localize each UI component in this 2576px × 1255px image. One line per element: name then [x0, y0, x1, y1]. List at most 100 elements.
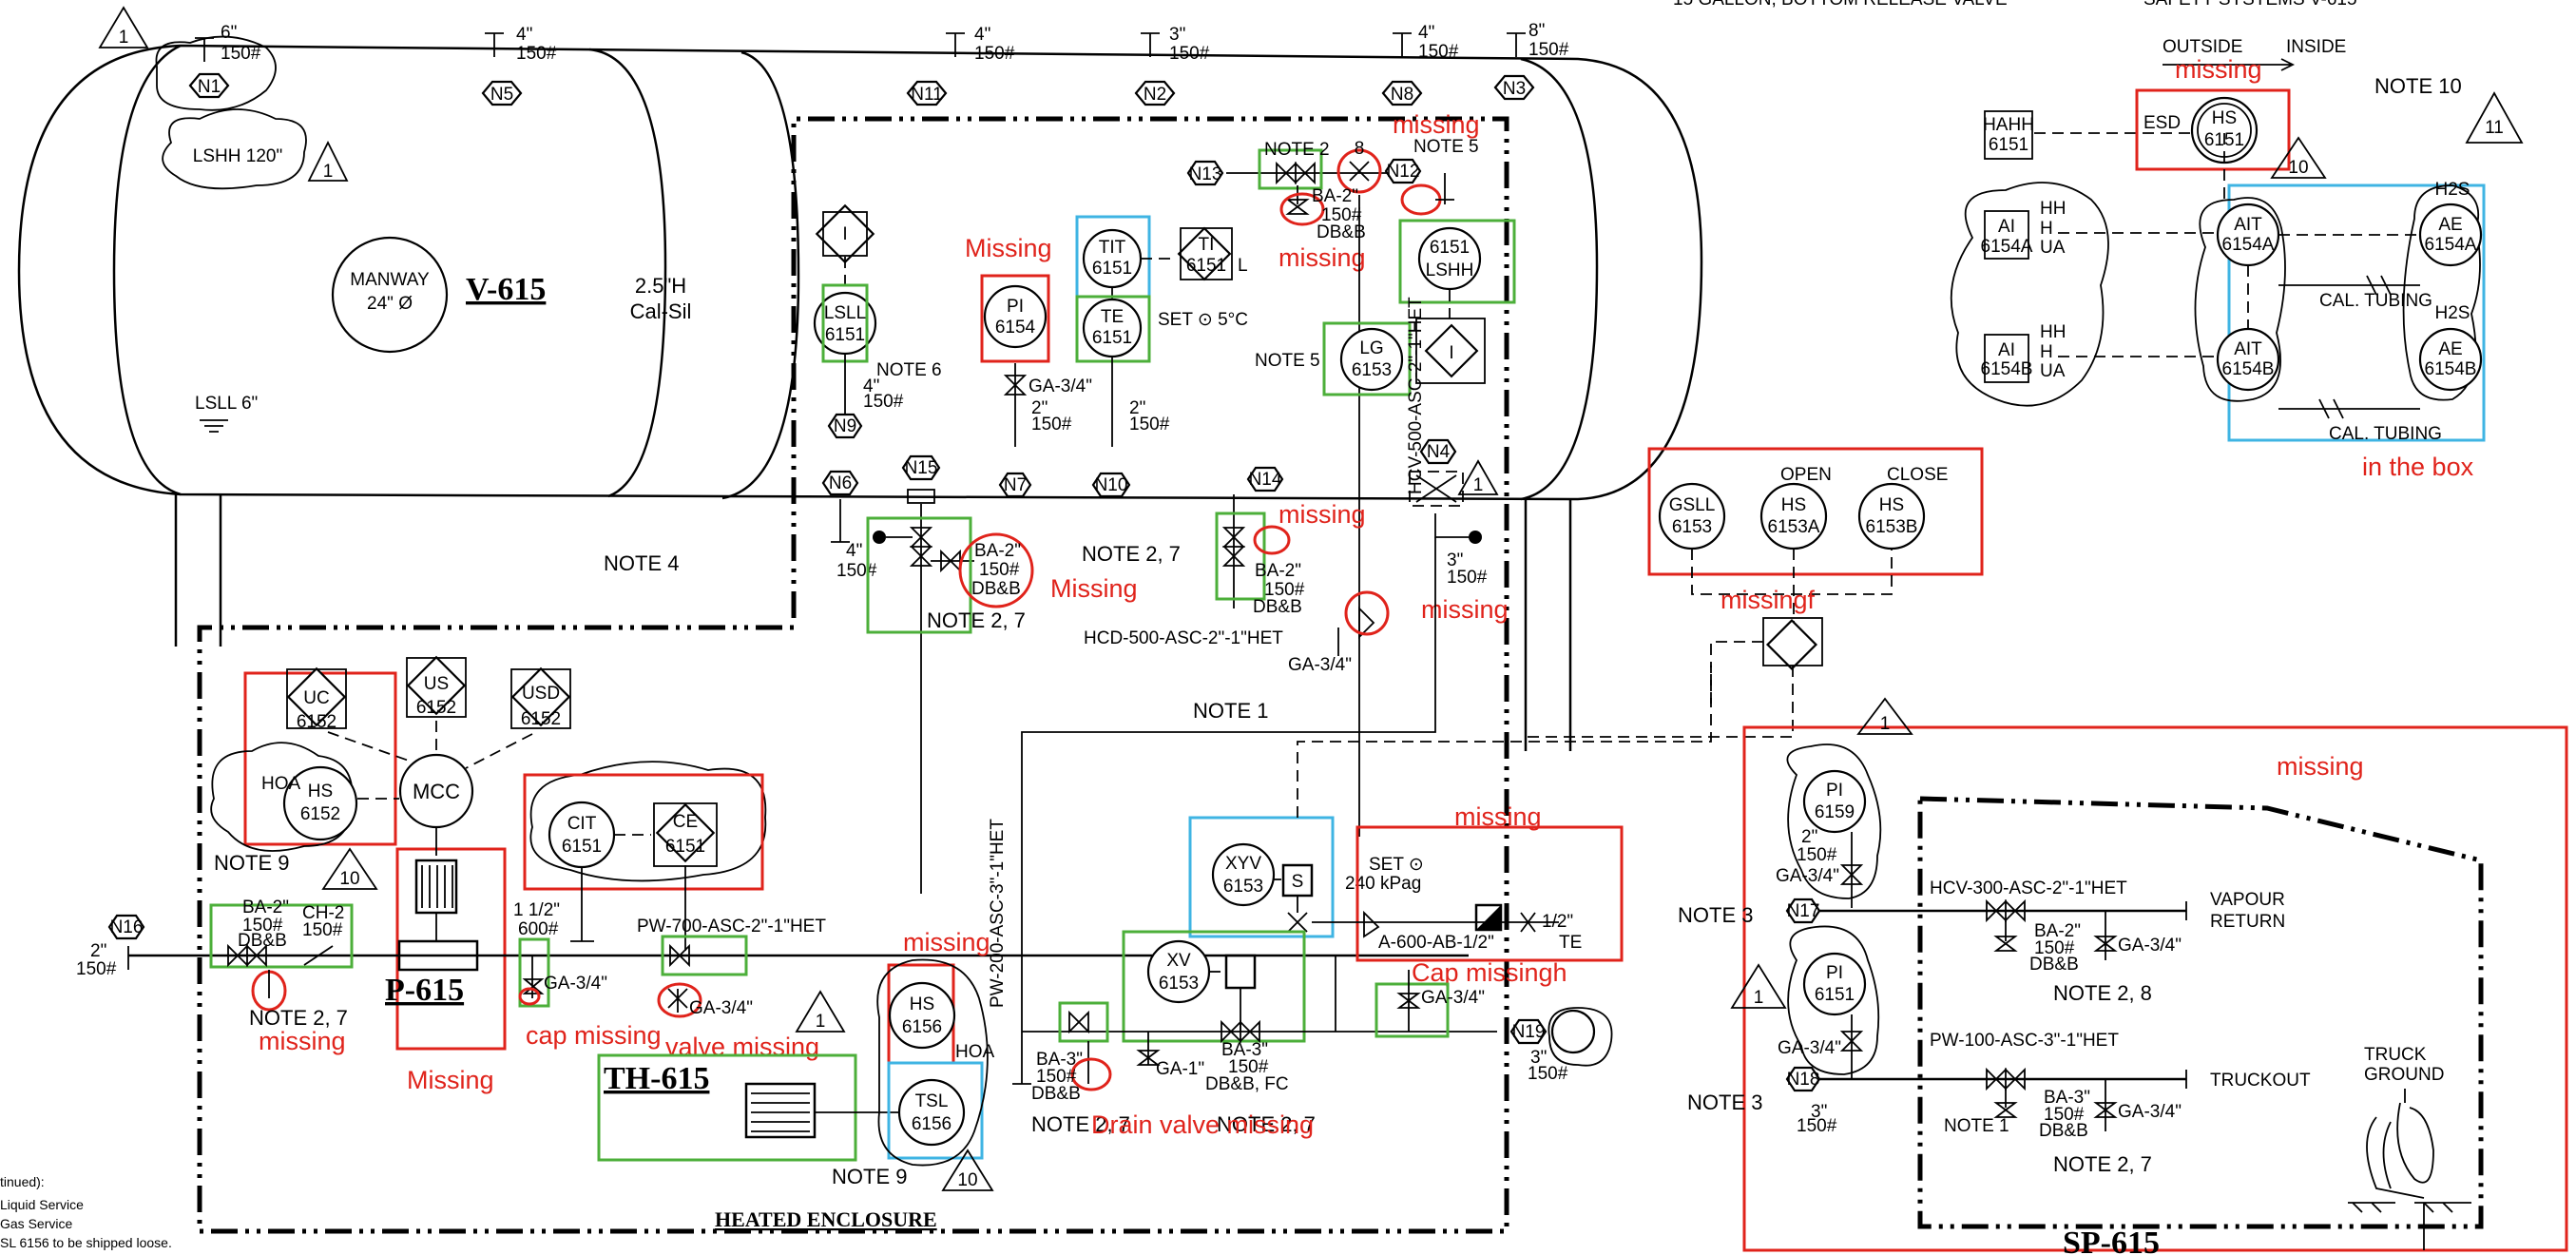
lshh-lg-group: 6151 LSHH I LG 6153 NOTE 5: [1255, 219, 1516, 396]
pw100-dbb: DB&B: [2039, 1121, 2088, 1141]
n15-valve-markup-green: [866, 516, 972, 634]
n4-rating: 150#: [1447, 568, 1488, 588]
n18-tag: N18: [1787, 1070, 1820, 1090]
outside-label: OUTSIDE: [2163, 37, 2242, 57]
n14-dbb: DB&B: [1253, 597, 1302, 617]
n5-rating: 150#: [516, 44, 557, 64]
legend-line-3: Gas Service: [0, 1216, 72, 1231]
xyv-number: 6153: [1223, 877, 1263, 897]
n14-rating: 150#: [1264, 580, 1305, 600]
xyv-kpag: 240 kPag: [1345, 874, 1421, 894]
n14-tag: N14: [1249, 470, 1282, 490]
note1-skid-label: NOTE 1: [1944, 1116, 2009, 1136]
pw100-rating: 150#: [2044, 1105, 2085, 1125]
hcv300-line-label: HCV-300-ASC-2"-1"HET: [1930, 878, 2127, 898]
n9-size: 4": [863, 376, 879, 396]
svg-text:I: I: [1449, 343, 1453, 363]
vapour-return-1: VAPOUR: [2210, 890, 2285, 910]
ba2-top-valve: BA-2": [1312, 186, 1358, 206]
note27-drain-label: NOTE 2, 7: [1031, 1112, 1130, 1136]
note1-label: NOTE 1: [1193, 699, 1268, 723]
note27-pump-label: NOTE 2, 7: [249, 1006, 348, 1030]
revision-mark-11: 11: [2485, 118, 2504, 138]
n16-tag: N16: [110, 917, 144, 937]
gsll-markup-red: [1647, 447, 1984, 576]
pi6159-tag: PI: [1826, 781, 1843, 801]
pump-markup-red: [395, 847, 507, 1051]
mcc-tag: MCC: [413, 780, 460, 803]
pi6159-valve: GA-3/4": [1776, 866, 1839, 886]
markup-missing-valve: missing: [1278, 243, 1366, 272]
svg-text:I: I: [842, 224, 847, 244]
hcv-vertical-line: HCV-500-ASC-2"-1"HET: [1406, 297, 1426, 494]
hcv300-dbb: DB&B: [2029, 955, 2079, 975]
revision-mark-1b: 1: [119, 28, 129, 48]
n3-size: 8": [1528, 21, 1545, 41]
lshh-tag: LSHH: [1426, 261, 1474, 280]
a600-markup-red: [1355, 825, 1624, 962]
hcd-valve: GA-3/4": [1288, 655, 1352, 675]
hs6156-tag: HS: [910, 994, 934, 1014]
safety-systems: 15 GALLON, BOTTOM RELEASE VALVE SAFETY S…: [1673, 0, 2524, 481]
legend-line-1: tinued):: [0, 1174, 45, 1189]
te-markup-green: [1075, 295, 1151, 363]
n3-tag: N3: [1503, 79, 1526, 99]
gsll-number: 6153: [1672, 517, 1712, 537]
gsll-hs-group: OPEN CLOSE GSLL 6153 HS 6153A HS 6153B m…: [1521, 447, 1984, 738]
pi-6154-group: PI 6154 Missing GA-3/4" 2" 150# N7: [965, 234, 1092, 498]
usd-number: 6152: [521, 709, 561, 729]
markup-missing-esd: missing: [2175, 55, 2262, 84]
hs6151-tag: HS: [2212, 108, 2237, 128]
truck-ground-1: TRUCK: [2364, 1045, 2427, 1065]
hoa-6156-label: HOA: [955, 1042, 995, 1062]
lsll-level-label: LSLL 6": [195, 394, 258, 414]
ti-l-label: L: [1238, 256, 1248, 276]
revision-mark-1e: 1: [1880, 714, 1891, 734]
insulation-type: Cal-Sil: [630, 299, 692, 323]
pi6151-valve: GA-3/4": [1778, 1038, 1841, 1058]
hahh-tag: HAHH: [1983, 115, 2034, 135]
pi6154-markup-red: [980, 274, 1050, 363]
revision-mark-1a: 1: [323, 162, 334, 182]
n1-size: 6": [221, 23, 237, 43]
pw700-valves: PW-700-ASC-2"-1"HET GA-3/4" cap missing …: [518, 917, 846, 1061]
esd-markup-red: [2135, 88, 2291, 171]
n16-rating: 150#: [76, 959, 117, 979]
n6-tag: N6: [829, 473, 852, 493]
n3-rating: 150#: [1528, 40, 1569, 60]
ae6154b-tag: AE: [2438, 339, 2462, 359]
lg-number: 6153: [1352, 360, 1392, 380]
cal-tubing-a: CAL. TUBING: [2319, 291, 2432, 311]
xv-ga1: GA-1": [1156, 1059, 1204, 1079]
lsll-number: 6151: [825, 325, 865, 345]
pi6159-rating: 150#: [1797, 845, 1837, 865]
pw700-line-label: PW-700-ASC-2"-1"HET: [637, 917, 826, 936]
uc-number: 6152: [297, 712, 336, 732]
n16-valve-markup-green: [209, 903, 354, 969]
n11-size: 4": [974, 25, 990, 45]
xv-dbbfc: DB&B, FC: [1205, 1074, 1289, 1094]
n10-size: 2": [1129, 398, 1145, 418]
n13-tag: N13: [1189, 164, 1222, 184]
us-tag: US: [424, 674, 449, 694]
revision-mark-1f: 1: [1754, 988, 1764, 1008]
note5-label: NOTE 5: [1413, 137, 1479, 157]
markup-drain-valve-missing: Drain valve missing: [1091, 1110, 1314, 1139]
cit-rating: 600#: [518, 919, 559, 939]
n8-tag: N8: [1391, 85, 1413, 105]
ae6154b-number: 6154B: [2425, 359, 2477, 379]
note27-center-label: NOTE 2, 7: [1082, 542, 1181, 566]
n19-tag: N19: [1512, 1022, 1546, 1042]
note4-label: NOTE 4: [604, 551, 679, 575]
cal-tubing-b: CAL. TUBING: [2329, 424, 2442, 444]
xyv-markup-blue: [1188, 816, 1335, 938]
markup-cap-missingh: Cap missingh: [1412, 958, 1567, 987]
n6-rating: 150#: [836, 561, 877, 581]
n8-size: 4": [1418, 23, 1434, 43]
ti-tag: TI: [1199, 235, 1215, 255]
markup-missing-hs6156: missing: [903, 928, 990, 956]
revision-mark-1d: 1: [816, 1012, 826, 1032]
note28-label: NOTE 2, 8: [2053, 981, 2152, 1005]
n4-tag: N4: [1427, 442, 1451, 462]
